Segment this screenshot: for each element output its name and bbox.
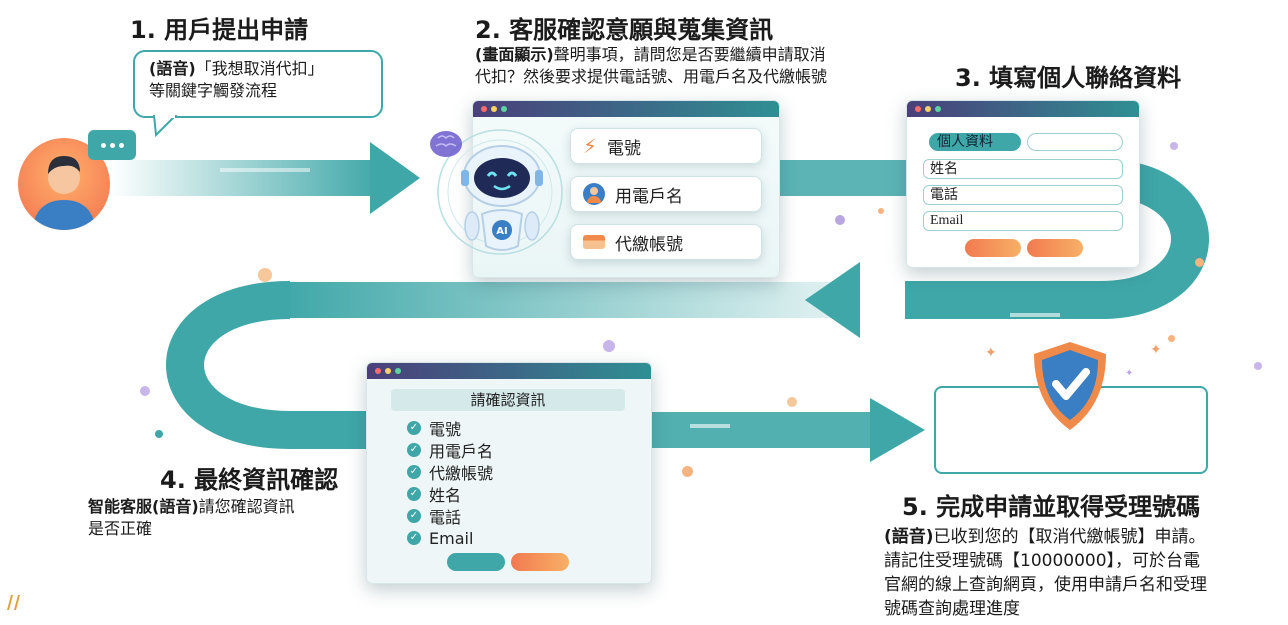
- card-bank-account: 代繳帳號: [570, 224, 762, 260]
- confirm-panel-title: 請確認資訊: [391, 389, 625, 411]
- card-icon: [583, 235, 605, 249]
- user-circle-icon: [583, 183, 605, 205]
- step4-desc-rest: 請您確認資訊: [198, 497, 295, 516]
- arrow-to-result: [870, 398, 925, 462]
- step1-title: 1. 用戶提出申請: [130, 16, 309, 44]
- check-circle-icon: ✓: [407, 487, 421, 501]
- bottom-lane: [650, 412, 880, 448]
- step5-desc-line4: 號碼查詢處理進度: [884, 599, 1020, 619]
- list-item-label: 代繳帳號: [429, 464, 494, 483]
- step4-description: 智能客服(語音)請您確認資訊 是否正確: [88, 496, 358, 540]
- list-item: ✓ 用電戶名: [407, 439, 493, 461]
- check-circle-icon: ✓: [407, 531, 421, 545]
- decor-dot: [140, 386, 150, 396]
- step1-bubble-bold: (語音): [149, 59, 196, 78]
- check-circle-icon: ✓: [407, 443, 421, 457]
- decor-dot: [1254, 362, 1262, 370]
- decor-dot: [603, 340, 615, 352]
- form-cancel-button[interactable]: [1027, 239, 1083, 257]
- card-label: 電號: [607, 138, 642, 159]
- list-item-label: 姓名: [429, 486, 462, 505]
- decor-dot: [1170, 142, 1178, 150]
- band-2: [775, 160, 915, 196]
- step4-desc-bold: 智能客服(語音): [88, 497, 199, 516]
- step3-form-window: 個人資料 姓名 電話 Email: [906, 100, 1140, 268]
- decor-dot: [1168, 335, 1175, 342]
- list-item: ✓ 電號: [407, 417, 493, 439]
- list-item-label: Email: [429, 528, 474, 548]
- list-item-label: 電話: [429, 508, 462, 527]
- form-header-input[interactable]: [1027, 133, 1123, 151]
- step2-desc-bold: (畫面顯示): [475, 45, 554, 64]
- card-label: 代繳帳號: [615, 234, 683, 255]
- list-item-label: 電號: [429, 420, 462, 439]
- card-account-name: 用電戶名: [570, 176, 762, 212]
- name-field[interactable]: 姓名: [923, 159, 1123, 179]
- step5-desc-line3: 官網的線上查詢網頁，使用申請戶名和受理: [884, 575, 1207, 595]
- email-field[interactable]: Email: [923, 211, 1123, 231]
- step1-bubble-line2: 等關鍵字觸發流程: [149, 81, 278, 100]
- step4-title: 4. 最終資訊確認: [160, 466, 339, 494]
- step1-speech-bubble: (語音)「我想取消代扣」 等關鍵字觸發流程: [133, 50, 383, 118]
- curve-left: [166, 281, 370, 449]
- step5-desc-bold: (語音): [884, 527, 934, 547]
- step3-title: 3. 填寫個人聯絡資料: [955, 64, 1182, 92]
- check-circle-icon: ✓: [407, 421, 421, 435]
- chat-bubble-icon: [88, 130, 136, 160]
- step2-desc-line2: 代扣？然後要求提供電話號、用電戶名及代繳帳號: [475, 67, 828, 86]
- window-titlebar: [907, 101, 1139, 117]
- decor-dot: [682, 466, 693, 477]
- arrow-1: [110, 142, 420, 214]
- window-titlebar: [473, 101, 779, 117]
- list-item: ✓ 姓名: [407, 483, 493, 505]
- check-circle-icon: ✓: [407, 465, 421, 479]
- decor-dot: [155, 430, 163, 438]
- form-submit-button[interactable]: [965, 239, 1021, 257]
- list-item: ✓ 代繳帳號: [407, 461, 493, 483]
- step5-description: (語音)已收到您的【取消代繳帳號】申請。 請記住受理號碼【10000000】，可…: [884, 525, 1284, 621]
- step2-title: 2. 客服確認意願與蒐集資訊: [475, 16, 774, 44]
- check-circle-icon: ✓: [407, 509, 421, 523]
- sparkle-icon: ✦: [1125, 368, 1134, 379]
- curve-right: [905, 159, 1209, 319]
- decor-dot: [878, 208, 884, 214]
- step5-title: 5. 完成申請並取得受理號碼: [902, 493, 1201, 521]
- decor-dot: [258, 268, 272, 282]
- modify-button[interactable]: [511, 553, 569, 571]
- card-meter-number: ⚡ 電號: [570, 128, 762, 164]
- step2-description: (畫面顯示)聲明事項，請問您是否要繼續申請取消 代扣？然後要求提供電話號、用電戶…: [475, 44, 935, 88]
- lightning-icon: ⚡: [583, 134, 598, 158]
- brain-icon: [430, 131, 462, 157]
- shield-check-icon: [1034, 342, 1106, 430]
- logo-mark: [7, 595, 20, 610]
- sparkle-icon: ✦: [985, 345, 997, 361]
- list-item-label: 用電戶名: [429, 442, 494, 461]
- arrow-left-head: [805, 262, 860, 338]
- decor-dot: [787, 397, 797, 407]
- step2-desc-line1: 聲明事項，請問您是否要繼續申請取消: [553, 45, 826, 64]
- list-item: ✓ 電話: [407, 505, 493, 527]
- decor-dot: [1195, 258, 1204, 267]
- user-avatar: [18, 138, 110, 230]
- step4-desc-line2: 是否正確: [88, 519, 153, 538]
- return-lane: [280, 282, 840, 318]
- list-item: ✓ Email: [407, 527, 493, 549]
- step5-desc-line2: 請記住受理號碼【10000000】，可於台電: [884, 551, 1201, 571]
- sparkle-icon: ✦: [1150, 342, 1162, 358]
- step4-confirm-window: 請確認資訊 ✓ 電號 ✓ 用電戶名 ✓ 代繳帳號 ✓ 姓名 ✓ 電話 ✓ Email: [366, 362, 652, 584]
- confirm-button[interactable]: [447, 553, 505, 571]
- step5-desc-line1: 已收到您的【取消代繳帳號】申請。: [933, 527, 1206, 547]
- confirm-list: ✓ 電號 ✓ 用電戶名 ✓ 代繳帳號 ✓ 姓名 ✓ 電話 ✓ Email: [407, 417, 493, 549]
- robot-icon: AI: [437, 129, 563, 255]
- card-label: 用電戶名: [615, 186, 683, 207]
- decor-dot: [835, 215, 845, 225]
- phone-field[interactable]: 電話: [923, 185, 1123, 205]
- form-header-label: 個人資料: [929, 133, 1021, 151]
- window-titlebar: [367, 363, 651, 379]
- robot-ai-badge: AI: [496, 226, 507, 237]
- bubble-tail: [152, 115, 178, 137]
- step1-bubble-line1: 「我想取消代扣」: [195, 59, 324, 78]
